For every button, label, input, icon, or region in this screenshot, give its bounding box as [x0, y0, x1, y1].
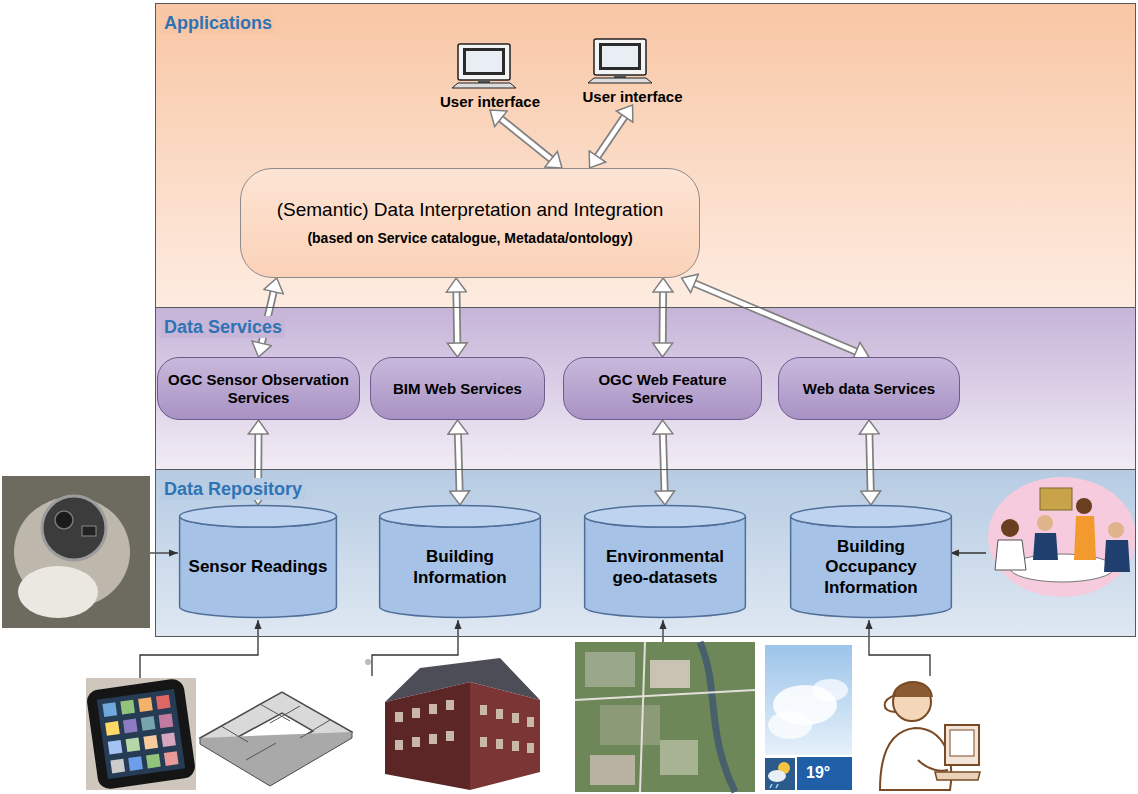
- repository-cylinder: Building Occupancy Information: [789, 505, 953, 618]
- repository-cylinder: Environmental geo-datasets: [583, 505, 747, 618]
- repository-cylinder: Sensor Readings: [178, 505, 338, 618]
- user-interface: User interface: [425, 40, 555, 110]
- user-interface: User interface: [565, 35, 700, 105]
- arrow-core: [597, 117, 624, 157]
- repository-name: Environmental geo-datasets: [589, 547, 741, 588]
- repository-name: Building Information: [384, 547, 536, 588]
- meeting-clipart: [988, 477, 1136, 597]
- layer-title: Data Services: [161, 316, 285, 338]
- cylinder-top: [791, 506, 952, 527]
- repository-name: Building Occupancy Information: [795, 537, 947, 598]
- applications-ground: [155, 3, 1136, 308]
- layer-title: Data Repository: [161, 478, 305, 500]
- repository-cylinder: Building Information: [378, 505, 542, 618]
- block-arrow: [663, 434, 665, 491]
- layer-title: Applications: [161, 12, 275, 34]
- arrow-core: [869, 434, 870, 491]
- arrow-outline: [695, 283, 857, 351]
- interface-label: User interface: [582, 88, 682, 105]
- arrow-core: [501, 119, 551, 159]
- layer-band: Data ServicesOGC Sensor Observation Serv…: [155, 307, 1136, 470]
- block-arrow: [458, 434, 460, 491]
- arrow-core: [695, 283, 857, 351]
- floor-plan-model: [200, 692, 352, 786]
- cylinder-body: [180, 516, 337, 617]
- service-name: OGC Sensor Observation Services: [166, 371, 351, 407]
- cylinder-top: [180, 506, 337, 527]
- person-at-computer: [880, 682, 980, 790]
- repository-name: Sensor Readings: [189, 557, 328, 577]
- cylinder-body: [380, 516, 541, 617]
- arrow-outline: [597, 117, 624, 157]
- block-arrow: [456, 292, 458, 343]
- service-box: BIM Web Services: [370, 357, 545, 420]
- arrow-core: [663, 434, 665, 491]
- block-arrow: [501, 119, 551, 159]
- arrow-outline: [869, 434, 870, 491]
- service-box: OGC Web Feature Services: [563, 357, 762, 420]
- computer-icon: [588, 39, 652, 83]
- cylinder-top: [380, 506, 541, 527]
- sensor-photo: [2, 476, 150, 628]
- arrow-outline: [663, 434, 665, 491]
- repository-ground: [155, 469, 1136, 637]
- layer-band: ApplicationsUser interface User interface…: [155, 3, 1136, 308]
- integration-text: (based on Service catalogue, Metadata/on…: [307, 230, 632, 247]
- integration-box: (Semantic) Data Interpretation and Integ…: [240, 168, 700, 278]
- arrow-outline: [659, 292, 667, 343]
- services-ground: [155, 307, 1136, 470]
- service-name: BIM Web Services: [393, 380, 522, 398]
- block-arrow: [597, 117, 624, 157]
- arrow-core: [454, 292, 459, 343]
- smartphone-photo: [86, 678, 197, 791]
- block-arrow: [662, 292, 663, 343]
- arrow-core: [458, 434, 460, 491]
- building-model: [365, 658, 540, 790]
- cylinder-body: [585, 516, 746, 617]
- cylinder-body: [791, 516, 952, 617]
- service-box: Web data Services: [778, 357, 960, 420]
- arrow-outline: [452, 292, 461, 343]
- arrow-outline: [501, 119, 551, 159]
- cylinder-top: [585, 506, 746, 527]
- arrow-outline: [458, 434, 460, 491]
- layer-band: Data RepositorySensor Readings Building I…: [155, 469, 1136, 637]
- service-name: OGC Web Feature Services: [572, 371, 753, 407]
- temperature-reading: 19°: [806, 764, 830, 782]
- service-name: Web data Services: [803, 380, 935, 398]
- block-arrow: [695, 283, 857, 351]
- arrow-core: [660, 292, 665, 343]
- block-arrow: [869, 434, 870, 491]
- weather-picture: [765, 645, 852, 790]
- service-box: OGC Sensor Observation Services: [157, 357, 360, 420]
- computer-icon: [452, 44, 516, 88]
- aerial-photo: [575, 642, 755, 792]
- interface-label: User interface: [440, 93, 540, 110]
- integration-text: (Semantic) Data Interpretation and Integ…: [277, 199, 664, 222]
